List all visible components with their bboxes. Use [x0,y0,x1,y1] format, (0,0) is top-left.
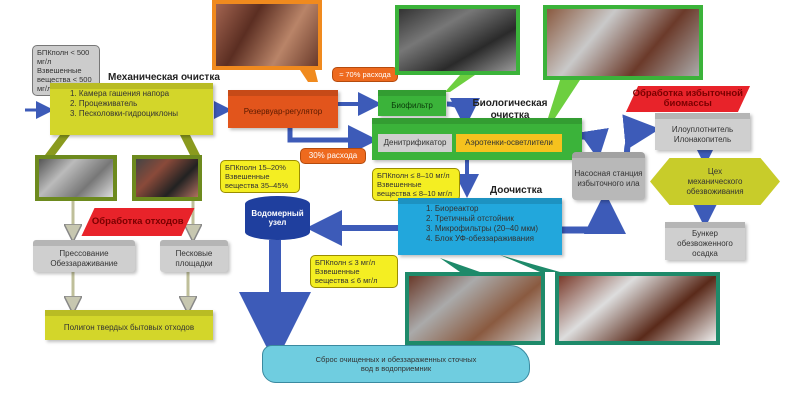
post-item: 2. Третичный отстойник [426,214,514,223]
flow-30-callout: 30% расхода [300,148,366,164]
biofilter-box: Биофильтр [378,90,446,116]
post-treatment-title: Доочистка [490,185,543,196]
mechanical-title: Механическая очистка [108,72,220,83]
photo-hydrocyclones [132,155,202,201]
bunker-box: Бункер обезвоженного осадка [665,222,745,260]
sand-label: Песковые [175,249,213,258]
reservoir-to-denitrifier-arrow [287,125,378,155]
post-treatment-box: 1. Биореактор 2. Третичный отстойник 3. … [398,198,562,255]
ss-text: Взвешенные [37,66,82,75]
mechanical-treatment-box: 1. Камера гашения напора 2. Процеживател… [50,83,213,135]
ss-text: Взвешенные [315,267,360,276]
post-to-pump-arrow [562,192,626,234]
waste-title-banner: Обработка отходов [81,208,195,236]
discharge-box: Сброс очищенных и обеззараженных сточных… [262,345,530,383]
beds-label: площадки [175,259,213,268]
mech-item: 1. Камера гашения напора [70,89,170,98]
ss-text: Взвешенные [377,180,422,189]
water-meter-cylinder: Водомерный узел [245,196,310,240]
post-item: 1. Биореактор [426,204,479,213]
ss-text: вещества 35–45% [225,181,289,190]
post-item: 3. Микрофильтры (20–40 мкм) [426,224,539,233]
biological-title: Биологическая очистка [472,98,548,121]
thickener-box: Илоуплотнитель Илонакопитель [655,113,750,150]
pump-station-box: Насосная станция избыточного ила [572,152,645,200]
photo-screen [35,155,117,201]
disinfection-label: Обеззараживание [50,259,118,268]
after-mech-callout: БПКполн 15–20% Взвешенные вещества 35–45… [220,160,300,193]
landfill-box: Полигон твердых бытовых отходов [45,310,213,340]
after-bio-callout: БПКполн ≤ 8–10 мг/л Взвешенные вещества … [372,168,460,201]
photo-aerotanks [543,5,703,80]
photo-post-treatment-1 [405,272,545,345]
ss-text: вещества ≤ 8–10 мг/л [377,189,452,198]
bio-to-pump-arrow [579,127,609,160]
bod-text: БПКполн < 500 мг/л [37,48,90,66]
final-quality-callout: БПКполн ≤ 3 мг/л Взвешенные вещества ≤ 6… [310,255,398,288]
photo-post-treatment-2 [555,272,720,345]
post-item: 4. Блок УФ-обеззараживания [426,234,535,243]
dewatering-hexagon: Цех механического обезвоживания [650,158,780,205]
pump-to-thickener-arrow [622,114,660,153]
bod-text: БПКполн ≤ 8–10 мг/л [377,171,450,180]
ss-text: вещества ≤ 6 мг/л [315,276,378,285]
denitrifier-box: Денитрификатор [378,134,452,152]
ss-text: вещества < 500 мг/л [37,75,92,93]
reservoir-box: Резервуар-регулятор [228,90,338,128]
biomass-title: Обработка избыточной биомассы [632,87,744,109]
photo-biofilter [395,5,520,75]
photo-reservoir [212,0,322,70]
flow-70-callout: ≈ 70% расхода [332,67,398,82]
pressing-box: Прессование Обеззараживание [33,240,135,272]
waste-title: Обработка отходов [92,215,184,227]
mech-item: 2. Процеживатель [70,99,138,108]
ss-text: Взвешенные [225,172,270,181]
storage-label: Илонакопитель [673,134,732,144]
pressing-label: Прессование [59,249,109,258]
biomass-title-banner: Обработка избыточной биомассы [625,86,751,112]
mech-item: 3. Песколовки-гидроциклоны [70,109,179,118]
thickener-label: Илоуплотнитель [671,124,734,134]
aerotanks-box: Аэротенки-осветлители [456,134,562,152]
bod-text: БПКполн ≤ 3 мг/л [315,258,376,267]
biofilter-to-aerotank-arrow [446,97,480,128]
bod-text: БПКполн 15–20% [225,163,286,172]
sand-beds-box: Песковые площадки [160,240,228,272]
